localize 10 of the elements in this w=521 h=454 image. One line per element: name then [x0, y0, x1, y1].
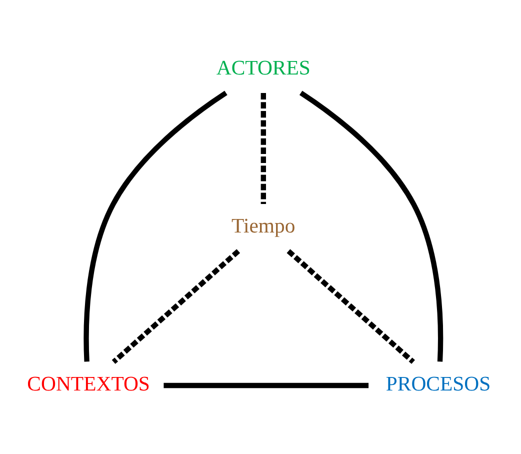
connector: [164, 382, 369, 388]
connector: [112, 248, 240, 364]
connector: [299, 90, 444, 362]
connector: [286, 248, 415, 364]
node-text: CONTEXTOS: [27, 372, 150, 395]
node-text: Tiempo: [232, 214, 296, 237]
node-text: PROCESOS: [386, 372, 491, 395]
connector: [260, 92, 266, 204]
connector: [84, 90, 228, 362]
node-text: ACTORES: [216, 56, 310, 79]
